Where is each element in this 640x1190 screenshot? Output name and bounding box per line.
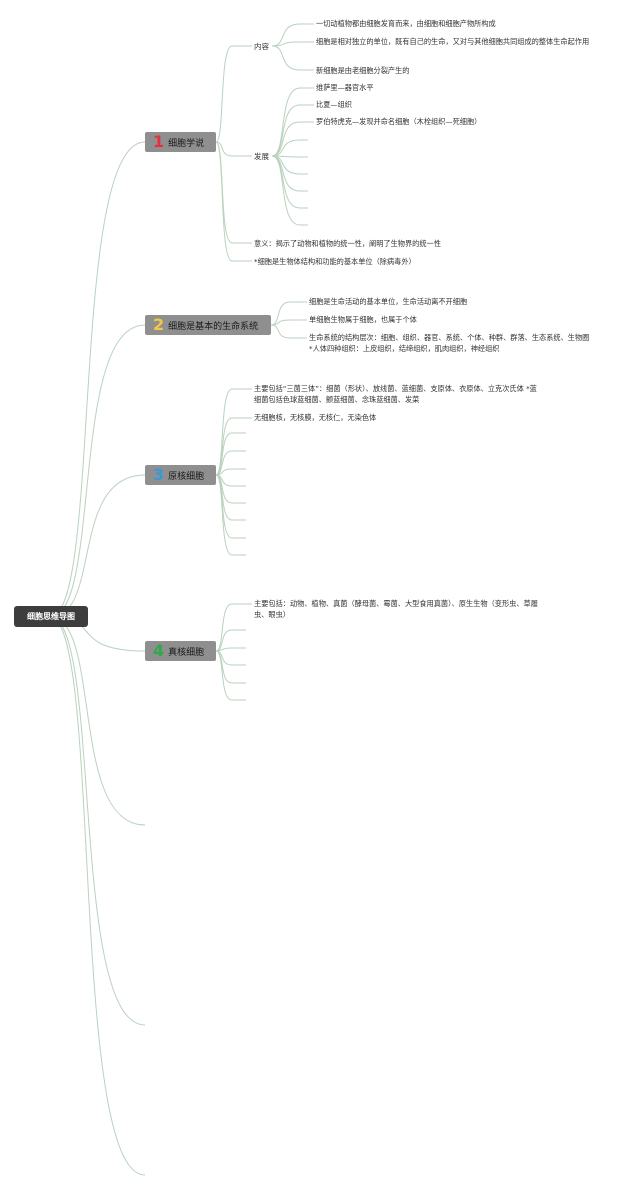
leaf-item[interactable]: 单细胞生物属于细胞，也属于个体 <box>309 315 417 324</box>
topic-cell-theory[interactable]: 1 细胞学说 <box>145 132 216 152</box>
leaf-item[interactable]: 罗伯特虎克—发现并命名细胞（木栓组织—死细胞） <box>316 117 482 126</box>
connector-line <box>215 468 246 476</box>
leaf-item[interactable]: 细胞是生命活动的基本单位，生命活动离不开细胞 <box>309 297 468 306</box>
connector-line <box>49 616 146 1026</box>
topic-number: 1 <box>153 132 165 151</box>
subtopic-development-label[interactable]: 发展 <box>254 152 269 161</box>
connector-line <box>215 629 246 652</box>
connector-line <box>271 155 308 209</box>
leaf-item[interactable]: 无细胞核，无核膜，无核仁，无染色体 <box>254 413 377 422</box>
topic-number: 3 <box>153 465 165 484</box>
connector-line <box>270 319 307 326</box>
connector-line <box>215 45 252 143</box>
connector-line <box>271 45 314 71</box>
connector-line <box>215 650 246 701</box>
leaf-item[interactable]: 新细胞是由老细胞分裂产生的 <box>316 66 410 75</box>
connector-line <box>271 155 308 226</box>
connector-line <box>215 474 246 521</box>
topic-prokaryote[interactable]: 3 原核细胞 <box>145 465 216 485</box>
connector-line <box>271 41 314 47</box>
topic-title: 真核细胞 <box>168 647 205 658</box>
connector-line <box>215 603 252 652</box>
connector-line <box>271 121 314 157</box>
connector-line <box>215 474 246 556</box>
topic-title: 细胞是基本的生命系统 <box>168 321 259 332</box>
leaf-item[interactable]: 生命系统的结构层次：细胞、组织、器官、系统、个体、种群、群落、生态系统、生物圈 … <box>309 333 590 353</box>
topic-title: 原核细胞 <box>168 471 205 482</box>
connector-line <box>49 141 146 618</box>
leaf-significance[interactable]: 意义：揭示了动物和植物的统一性，阐明了生物界的统一性 <box>254 239 441 248</box>
connector-line <box>49 616 146 1176</box>
topic-number: 2 <box>153 315 165 334</box>
topic-number: 4 <box>153 641 165 660</box>
connector-line <box>49 324 146 618</box>
topic-life-system[interactable]: 2 细胞是基本的生命系统 <box>145 315 271 335</box>
leaf-item[interactable]: 比夏—组织 <box>316 100 352 109</box>
leaf-item[interactable]: 维萨里—器官水平 <box>316 83 374 92</box>
connector-line <box>270 324 307 339</box>
connector-line <box>215 450 246 476</box>
connector-line <box>271 87 314 157</box>
topic-title: 细胞学说 <box>168 138 205 149</box>
connector-line <box>215 388 252 476</box>
topic-eukaryote[interactable]: 4 真核细胞 <box>145 641 216 661</box>
connector-line <box>271 104 314 157</box>
connector-line <box>215 141 252 244</box>
root-node[interactable]: 细胞思维导图 <box>14 606 88 627</box>
connector-line <box>215 141 252 157</box>
connector-line <box>271 139 308 157</box>
leaf-item[interactable]: 主要包括“三菌三体”：细菌（形状）、放线菌、蓝细菌、支原体、衣原体、立克次氏体 … <box>254 384 537 404</box>
leaf-item[interactable]: 细胞是相对独立的单位，既有自己的生命，又对与其他细胞共同组成的整体生命起作用 <box>316 37 590 46</box>
connector-line <box>215 141 252 262</box>
leaf-item[interactable]: 一切动植物都由细胞发育而来，由细胞和细胞产物所构成 <box>316 19 496 28</box>
connector-line <box>215 650 246 684</box>
subtopic-content-label[interactable]: 内容 <box>254 42 269 51</box>
connector-line <box>49 616 146 826</box>
leaf-item[interactable]: 主要包括：动物、植物、真菌（酵母菌、霉菌、大型食用真菌）、原生生物（变形虫、草履… <box>254 599 538 619</box>
connector-line <box>270 301 307 326</box>
connector-line <box>271 23 314 47</box>
leaf-note[interactable]: *细胞是生物体结构和功能的基本单位（除病毒外） <box>254 257 416 266</box>
connector-line <box>49 474 146 618</box>
connector-line <box>215 432 246 476</box>
